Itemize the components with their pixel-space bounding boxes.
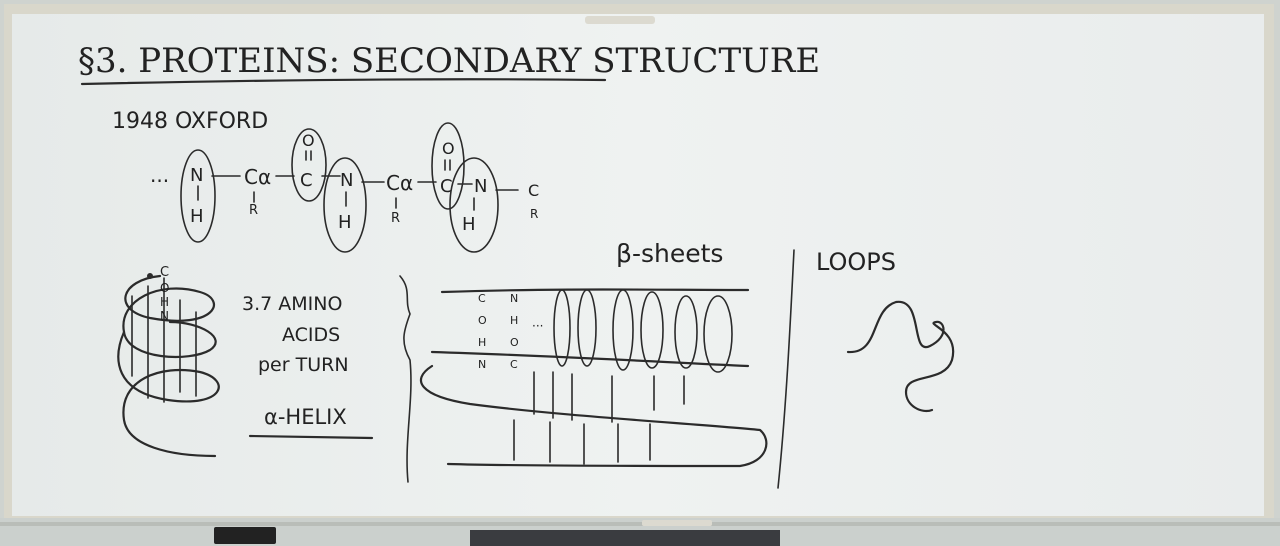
helix-name-underline: [248, 434, 374, 440]
title-underline: [80, 78, 607, 86]
pair-loop: [703, 295, 733, 373]
co-group-circle: [291, 128, 327, 202]
pair-loop: [612, 289, 634, 371]
atom-c: C: [478, 292, 486, 305]
helix-note-1: 3.7 AMINO: [242, 293, 342, 315]
atom-calpha: Cα: [244, 165, 271, 189]
atom-c: C: [528, 181, 539, 200]
atom-o: O: [510, 336, 519, 349]
atom-c: C: [510, 358, 518, 371]
atom-r: R: [391, 211, 400, 226]
atom-n: N: [474, 176, 487, 197]
tray-clip: [642, 520, 712, 526]
helix-coil: [122, 274, 217, 359]
atom-c: C: [300, 170, 313, 191]
strand-hbonds: [513, 371, 685, 465]
chain-prefix: ...: [150, 163, 169, 187]
atom-c: C: [440, 176, 453, 197]
year-place-text: 1948 OXFORD: [112, 109, 268, 134]
loops-diagram: LOOPS: [816, 248, 955, 413]
atom-o: O: [478, 314, 487, 327]
atom-h: H: [160, 295, 169, 309]
atom-r: R: [249, 203, 258, 218]
strand-top: [440, 288, 750, 294]
atom-n: N: [160, 309, 169, 323]
strand-fold: [419, 364, 768, 468]
title-block: §3. PROTEINS: SECONDARY STRUCTURE: [78, 41, 820, 86]
tray-lip: [0, 522, 1280, 526]
pair-loop: [577, 289, 597, 367]
atom-r: R: [530, 207, 538, 221]
atom-c: C: [160, 265, 169, 280]
atom-h: H: [190, 206, 204, 227]
helix-start-dot: [147, 273, 153, 279]
section-divider-vertical: [777, 249, 795, 489]
beta-sheets-diagram: β-sheets C O H N N H O C ···: [419, 239, 768, 468]
atom-o: O: [442, 139, 455, 158]
loops-heading: LOOPS: [816, 248, 896, 276]
lecturer-silhouette: [470, 530, 780, 546]
board-clip: [585, 16, 655, 24]
atom-o: O: [160, 281, 169, 295]
eraser[interactable]: [214, 527, 276, 544]
helix-name: α-HELIX: [264, 405, 347, 429]
co-group-circle: [431, 122, 465, 210]
double-bond: [305, 150, 312, 161]
ellipsis-dots: ···: [532, 319, 543, 333]
atom-h: H: [338, 212, 352, 233]
peptide-chain: ... N H Cα R O C N H Cα R O C N: [150, 122, 539, 253]
helix-hbonds: [131, 277, 197, 403]
atom-h: H: [478, 336, 486, 349]
helix-coil: [117, 330, 220, 458]
atom-h: H: [510, 314, 518, 327]
title-text: §3. PROTEINS: SECONDARY STRUCTURE: [78, 41, 820, 81]
alpha-helix-diagram: C O H N: [117, 265, 220, 458]
pair-loop: [640, 291, 664, 369]
atom-n: N: [190, 165, 203, 186]
double-bond: [444, 159, 451, 171]
atom-n: N: [340, 170, 353, 191]
strand-middle: [430, 350, 750, 368]
beta-heading: β-sheets: [616, 239, 723, 268]
section-divider: [399, 275, 412, 483]
pair-loop: [553, 289, 571, 367]
atom-h: H: [462, 214, 476, 235]
board-surface: [12, 14, 1264, 516]
loop-curve: [846, 300, 955, 413]
nh-group-circle: [449, 157, 499, 253]
atom-n: N: [510, 292, 518, 305]
pair-loop: [674, 295, 698, 369]
atom-o: O: [302, 131, 315, 150]
helix-note-3: per TURN: [258, 354, 349, 376]
nh-group-circle: [180, 149, 216, 243]
helix-note-2: ACIDS: [282, 324, 340, 346]
atom-calpha: Cα: [386, 171, 413, 195]
nh-group-circle: [323, 157, 367, 253]
atom-n: N: [478, 358, 486, 371]
